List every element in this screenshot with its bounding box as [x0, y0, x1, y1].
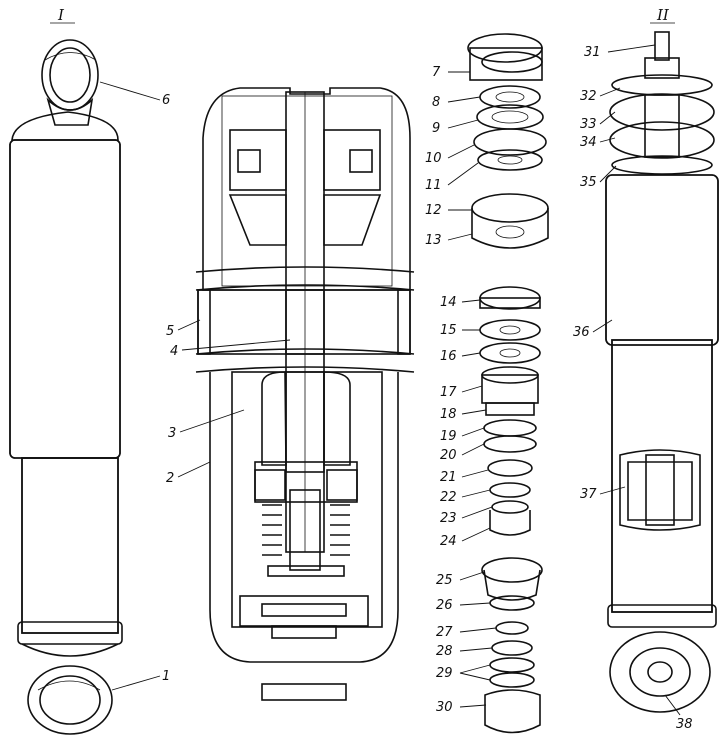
callout-3: 3 — [168, 426, 176, 441]
part-30-body — [484, 689, 541, 734]
callout-37: 37 — [580, 487, 597, 502]
callout-13: 13 — [425, 233, 442, 248]
callout-21: 21 — [440, 470, 457, 485]
view-ii-label: II — [656, 6, 670, 24]
callout-15: 15 — [440, 323, 457, 338]
reservoir-tube — [209, 372, 399, 663]
bottom-eye-mount — [27, 665, 113, 735]
mid-segment — [197, 289, 411, 355]
break-line-lower-2 — [195, 366, 415, 373]
callout-26: 26 — [436, 598, 453, 613]
part-12-guide — [471, 193, 549, 223]
callout-25: 25 — [436, 573, 453, 588]
top-eye-mount — [41, 39, 99, 126]
bottom-eye-section — [261, 683, 347, 701]
view-ii-shock-absorber: II — [605, 6, 719, 713]
break-line-lower — [195, 348, 415, 355]
view-i-label: I — [57, 6, 65, 24]
compression-valve — [239, 595, 369, 639]
part-17-spring — [481, 374, 539, 404]
part-25-valve-body — [481, 557, 543, 583]
callout-34: 34 — [580, 135, 597, 150]
cut-window — [619, 449, 701, 531]
exploded-parts — [467, 33, 549, 734]
leader-lines — [99, 44, 681, 716]
lower-cylinder — [21, 457, 119, 634]
callout-5: 5 — [166, 324, 174, 339]
callout-31: 31 — [584, 45, 601, 60]
bottom-eye-ii — [609, 631, 711, 713]
part-13-body — [471, 208, 549, 249]
view-i-shock-absorber: I — [9, 6, 123, 735]
callout-19: 19 — [440, 429, 457, 444]
callout-9: 9 — [432, 121, 440, 136]
callout-8: 8 — [432, 95, 440, 110]
valve-spring-right — [330, 504, 350, 556]
upper-casing — [605, 174, 719, 346]
part-22-plate — [489, 482, 531, 498]
top-cap — [11, 111, 119, 141]
callout-23: 23 — [440, 511, 457, 526]
part-20-disc — [483, 435, 537, 453]
callout-4: 4 — [170, 344, 178, 359]
callout-35: 35 — [580, 175, 597, 190]
part-11-bushing — [477, 149, 543, 171]
callout-27: 27 — [436, 625, 453, 640]
callout-20: 20 — [440, 448, 457, 463]
part-28-disc — [491, 640, 533, 656]
rubber-bushing-lower — [609, 121, 715, 159]
callout-11: 11 — [425, 178, 442, 193]
callout-10: 10 — [425, 151, 442, 166]
callout-2: 2 — [166, 471, 174, 486]
callout-29: 29 — [436, 666, 453, 681]
upper-cap-housing — [202, 87, 411, 291]
part-18-piston — [485, 402, 535, 416]
lower-washer — [611, 155, 713, 175]
part-24-nut — [489, 510, 531, 536]
callout-38: 38 — [676, 717, 693, 732]
part-16-disc — [479, 342, 541, 364]
callout-7: 7 — [432, 65, 441, 80]
lower-cylinder-ii — [611, 339, 713, 613]
callout-28: 28 — [436, 644, 453, 659]
piston-assembly — [254, 461, 358, 577]
outer-casing — [9, 139, 121, 459]
bottom-band-ii — [607, 604, 717, 628]
callout-36: 36 — [573, 325, 590, 340]
part-21-ring — [487, 459, 533, 477]
rubber-bushing-upper — [609, 93, 715, 131]
rebound-buffer-left — [261, 371, 287, 466]
part-27-disc — [495, 621, 529, 635]
cutaway-section — [195, 87, 415, 701]
callout-1: 1 — [162, 669, 170, 684]
inner-buffer — [627, 461, 693, 521]
callout-30: 30 — [436, 700, 453, 715]
top-nut — [644, 57, 680, 79]
callout-18: 18 — [440, 407, 457, 422]
part-29-disc — [489, 657, 535, 673]
callout-labels: 6 1 2 3 4 5 7 8 9 10 11 12 13 14 15 16 1… — [162, 45, 693, 732]
callout-14: 14 — [440, 295, 457, 310]
callout-17: 17 — [440, 385, 457, 400]
callout-32: 32 — [580, 89, 597, 104]
callout-12: 12 — [425, 203, 442, 218]
callout-22: 22 — [440, 490, 457, 505]
part-23-washer — [491, 500, 529, 514]
upper-seal-assembly — [228, 129, 382, 246]
callout-33: 33 — [580, 117, 597, 132]
callout-6: 6 — [162, 93, 170, 108]
part-19-disc — [483, 419, 537, 437]
lower-band — [17, 621, 123, 645]
callout-24: 24 — [440, 534, 457, 549]
valve-spring-left — [262, 504, 282, 556]
break-line-upper-2 — [195, 284, 415, 291]
callout-16: 16 — [440, 349, 457, 364]
part-10-washer — [473, 128, 547, 156]
part-15-disc — [479, 319, 541, 341]
break-line-upper — [195, 266, 415, 273]
part-26-spring — [489, 595, 535, 611]
top-stud — [654, 31, 670, 61]
rebound-buffer-right — [323, 371, 351, 466]
